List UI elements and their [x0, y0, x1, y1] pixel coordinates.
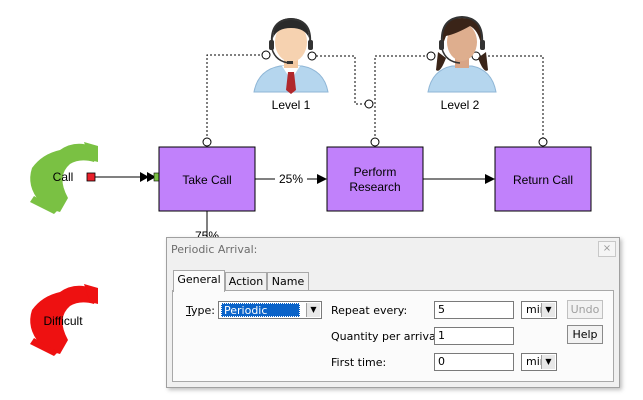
connector-circle[interactable] [364, 99, 374, 109]
level2-label: Level 2 [441, 98, 480, 112]
quantity-label: Quantity per arrival: [331, 330, 443, 343]
level1-to-research-line [312, 55, 369, 105]
difficult-phone-icon[interactable] [30, 284, 99, 356]
chevron-down-icon[interactable]: ▼ [541, 303, 555, 317]
arrowhead [147, 172, 156, 182]
tab-name[interactable]: Name [267, 272, 309, 291]
arrowhead [140, 172, 149, 182]
chevron-down-icon[interactable]: ▼ [306, 303, 320, 317]
difficult-label: Difficult [43, 314, 83, 328]
arrowhead [485, 174, 495, 184]
perform-research-label-line1: Perform [354, 165, 397, 179]
take-call-label: Take Call [182, 173, 231, 187]
repeat-every-input[interactable]: 5 [434, 301, 514, 319]
connector-circle[interactable] [202, 137, 212, 147]
quantity-input[interactable]: 1 [434, 327, 514, 345]
tab-action[interactable]: Action [225, 272, 267, 291]
arrival-queue-marker[interactable] [86, 172, 96, 182]
resource-connectors [206, 54, 544, 140]
return-call-label: Return Call [513, 173, 573, 187]
repeat-unit-select[interactable]: min ▼ [521, 301, 557, 319]
routing-25-label[interactable]: 25% [279, 172, 303, 186]
connector-circle[interactable] [426, 51, 436, 61]
perform-research-activity[interactable] [326, 146, 424, 212]
first-time-label: First time: [331, 356, 387, 369]
perform-research-label-line2: Research [349, 180, 400, 194]
chevron-down-icon[interactable]: ▼ [541, 355, 555, 369]
connector-circle[interactable] [261, 50, 271, 60]
periodic-arrival-dialog: Periodic Arrival: × General Action Name … [166, 237, 620, 388]
tab-general[interactable]: General [173, 270, 225, 292]
general-tab-panel: Type: Periodic ▼ Repeat every: 5 min ▼ U… [172, 290, 614, 382]
close-icon[interactable]: × [598, 241, 616, 257]
type-select[interactable]: Periodic ▼ [218, 301, 322, 319]
level1-label: Level 1 [272, 98, 311, 112]
dialog-title: Periodic Arrival: [171, 243, 258, 256]
help-button[interactable]: Help [567, 325, 603, 344]
type-selected-value: Periodic [221, 303, 300, 317]
level1-agent-icon[interactable] [253, 17, 329, 94]
connector-circle[interactable] [370, 137, 380, 147]
type-label: Type: [186, 304, 215, 317]
take-call-activity[interactable] [158, 146, 256, 212]
first-time-input[interactable]: 0 [434, 353, 514, 371]
connector-circles [202, 50, 548, 147]
call-label: Call [53, 170, 74, 184]
level2-agent-icon[interactable] [427, 15, 497, 93]
level2-to-research-line [374, 55, 431, 140]
undo-button[interactable]: Undo [567, 300, 603, 319]
call-phone-icon[interactable] [30, 142, 99, 214]
first-time-unit-select[interactable]: min ▼ [521, 353, 557, 371]
connector-circle[interactable] [538, 137, 548, 147]
connector-circle[interactable] [307, 51, 317, 61]
return-call-activity[interactable] [494, 146, 592, 212]
pct-25-bg [275, 171, 307, 186]
arrowhead [317, 174, 327, 184]
repeat-every-label: Repeat every: [331, 304, 408, 317]
level1-to-take-call-line [206, 54, 266, 140]
